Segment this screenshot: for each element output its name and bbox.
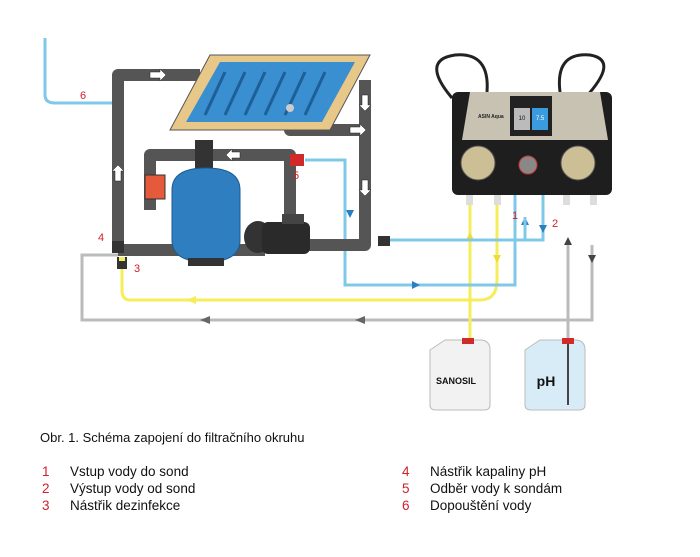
label-1: 1 (512, 210, 518, 222)
figure-caption: Obr. 1. Schéma zapojení do filtračního o… (40, 430, 305, 445)
legend-item: 6 Dopouštění vody (402, 497, 562, 514)
legend-text: Nástřik kapaliny pH (430, 464, 547, 479)
swimming-pool (169, 54, 371, 131)
arrow-icon (186, 296, 196, 304)
injector-4 (112, 241, 124, 253)
arrow-icon (539, 225, 547, 233)
heater (144, 174, 166, 200)
legend-text: Výstup vody od sond (70, 481, 196, 496)
label-4: 4 (98, 232, 104, 244)
legend-text: Dopouštění vody (430, 498, 532, 513)
label-2: 2 (552, 218, 558, 230)
arrow-icon (200, 316, 210, 324)
arrow-icon (355, 316, 365, 324)
arrow-icon (466, 232, 474, 240)
legend-num: 2 (42, 481, 50, 496)
legend-num: 6 (402, 498, 410, 513)
label-6: 6 (80, 90, 86, 102)
legend-text: Vstup vody do sond (70, 464, 189, 479)
canister-label-sanosil: SANOSIL (436, 376, 477, 386)
arrow-icon (346, 210, 354, 218)
display-value-right: 7.5 (536, 116, 545, 122)
legend-item: 2 Výstup vody od sond (42, 480, 195, 497)
valve (378, 236, 390, 246)
asin-aqua-controller: 10 7.5 ASIN Aqua (435, 53, 612, 205)
legend-num: 1 (42, 464, 50, 479)
canister-sanosil: SANOSIL (429, 338, 491, 411)
flow-arrows (111, 68, 372, 197)
pump (244, 214, 310, 254)
canister-ph: pH (524, 338, 586, 411)
legend-num: 4 (402, 464, 410, 479)
valve-5 (290, 154, 304, 166)
legend-num: 5 (402, 481, 410, 496)
label-3: 3 (134, 263, 140, 275)
return-line (80, 245, 594, 340)
filtration-schematic: 10 7.5 ASIN Aqua SANOSIL pH 1 2 3 4 5 6 (43, 38, 612, 411)
legend-text: Nástřik dezinfekce (70, 498, 181, 513)
legend-left: 1 Vstup vody do sond 2 Výstup vody od sond… (42, 463, 195, 514)
legend-item: 1 Vstup vody do sond (42, 463, 195, 480)
injector-3 (117, 257, 127, 269)
canister-label-ph: pH (537, 373, 556, 389)
legend-num: 3 (42, 498, 50, 513)
legend-text: Odběr vody k sondám (430, 481, 563, 496)
legend-item: 4 Nástřik kapaliny pH (402, 463, 562, 480)
device-brand: ASIN Aqua (478, 114, 504, 120)
sand-filter (171, 140, 241, 266)
legend-item: 5 Odběr vody k sondám (402, 480, 562, 497)
display-value-left: 10 (519, 116, 526, 122)
legend-item: 3 Nástřik dezinfekce (42, 497, 195, 514)
label-5: 5 (293, 170, 299, 182)
arrow-icon (493, 255, 501, 263)
arrow-icon (412, 281, 420, 289)
arrow-icon (564, 237, 572, 245)
arrow-icon (588, 255, 596, 263)
sensor-water-line (43, 38, 545, 287)
legend-right: 4 Nástřik kapaliny pH 5 Odběr vody k sondá… (402, 463, 562, 514)
